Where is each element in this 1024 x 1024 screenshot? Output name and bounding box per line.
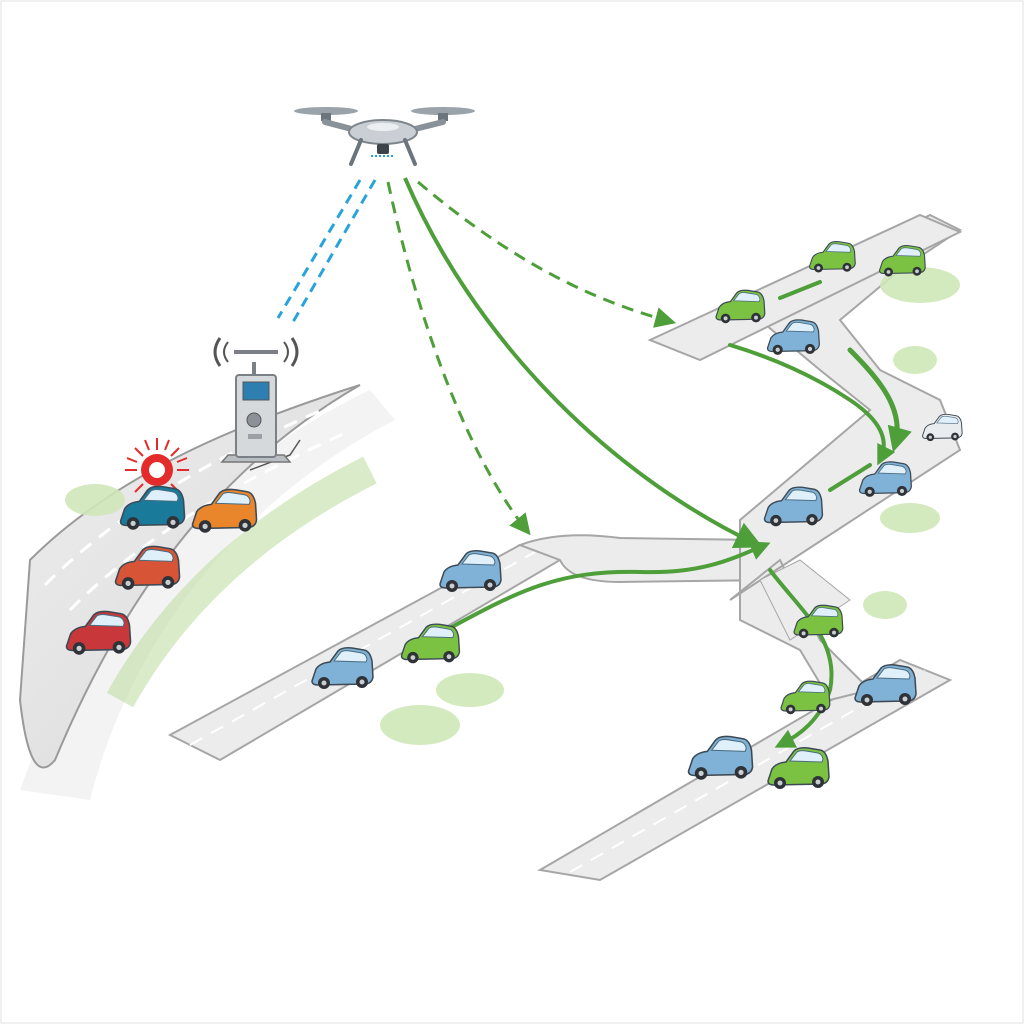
normal-car-icon (766, 319, 820, 355)
incident-road (18, 384, 395, 800)
incident-car-teal-icon (119, 485, 186, 530)
incident-car-red-icon (65, 610, 132, 655)
reroute-path-top (778, 280, 822, 300)
reroute-path-right (847, 347, 912, 453)
rerouted-car-icon (793, 604, 844, 639)
reroute-path-junction (828, 463, 872, 492)
neutral-car-icon (922, 413, 963, 442)
rerouted-car-icon (780, 680, 831, 715)
normal-car-icon (763, 486, 824, 527)
incident-car-orange-icon (191, 488, 258, 533)
normal-car-icon (687, 735, 754, 780)
normal-car-icon (858, 461, 912, 497)
roadside-antenna-unit-icon (213, 337, 299, 463)
normal-car-icon (311, 647, 374, 689)
link-to-roadside-unit-a (276, 179, 362, 319)
reroute-path-south (768, 568, 834, 748)
vehicles (65, 241, 963, 789)
link-to-upper-branch (417, 180, 677, 328)
incident-car-red-orange-icon (114, 545, 181, 590)
normal-car-icon (439, 550, 502, 592)
reroute-path-lower-left (448, 541, 771, 630)
rerouted-car-icon (400, 623, 461, 664)
rerouted-car-icon (767, 747, 830, 789)
rerouted-car-icon (715, 289, 766, 324)
link-to-left-branch (386, 181, 531, 536)
alert-burst-icon (125, 438, 189, 502)
link-to-junction (403, 177, 764, 549)
rerouted-car-icon (808, 241, 856, 273)
reroute-path-curve (728, 343, 896, 466)
reroute-paths (448, 280, 912, 748)
quadcopter-drone-icon (294, 107, 475, 166)
drone-links (276, 177, 764, 549)
rerouted-car-icon (878, 245, 926, 277)
link-to-roadside-unit-b (291, 179, 377, 323)
normal-car-icon (854, 664, 917, 706)
